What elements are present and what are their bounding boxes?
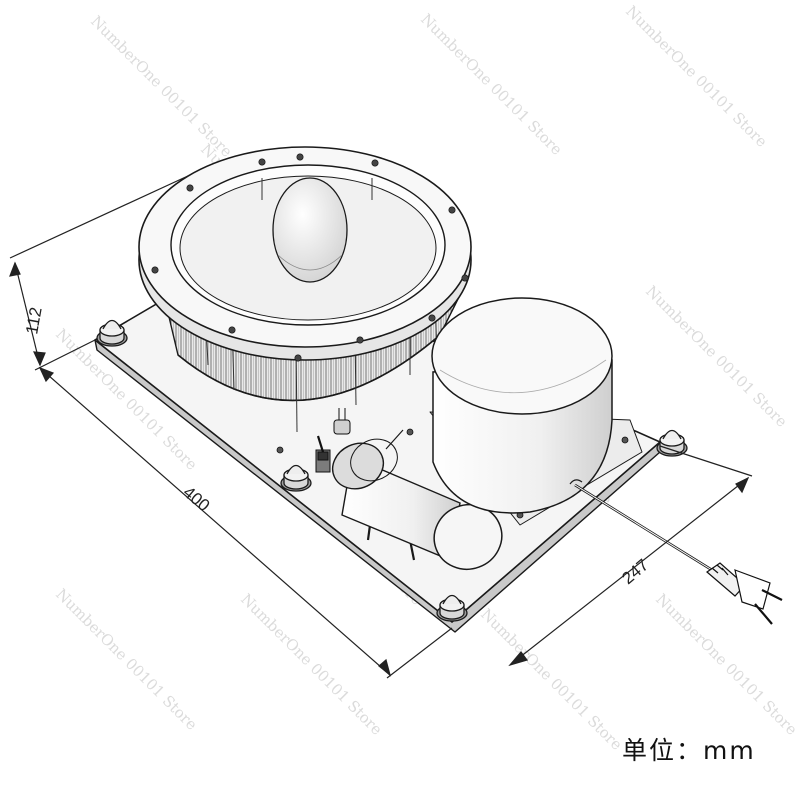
capacitor-cylinder [331,429,503,570]
dimension-height-label: 112 [22,306,45,336]
watermark-text: NumberOne 00101 Store [477,605,626,754]
corner-bolt [436,594,468,622]
mounting-bolts [96,319,688,622]
watermark-text: NumberOne 00101 Store [417,10,566,159]
power-cord [569,479,713,572]
unit-label: 单位：mm [622,736,756,765]
watermark-text: NumberOne 00101 Store [652,590,800,739]
watermark-text: NumberOne 00101 Store [622,2,771,151]
transformer-can [431,297,613,514]
watermark-text: NumberOne 00101 Store [237,590,386,739]
dimension-length-label: 400 [179,483,213,516]
power-plug-icon [706,562,783,625]
terminal-block [333,408,351,435]
lamp-housing [138,146,472,433]
watermark-text: NumberOne 00101 Store [87,12,236,161]
toggle-switch [315,435,331,473]
corner-bolt [96,319,128,347]
dimension-width [508,445,753,667]
plate-screws [276,428,629,519]
corner-bolt [656,429,688,457]
dimension-length [38,366,453,679]
watermark-text: NumberOne 00101 Store [642,282,791,431]
dimension-width-label: 247 [618,555,652,588]
watermark-text: NumberOne 00101 Store [52,585,201,734]
corner-bolt [280,464,312,492]
dimension-height [9,174,191,371]
